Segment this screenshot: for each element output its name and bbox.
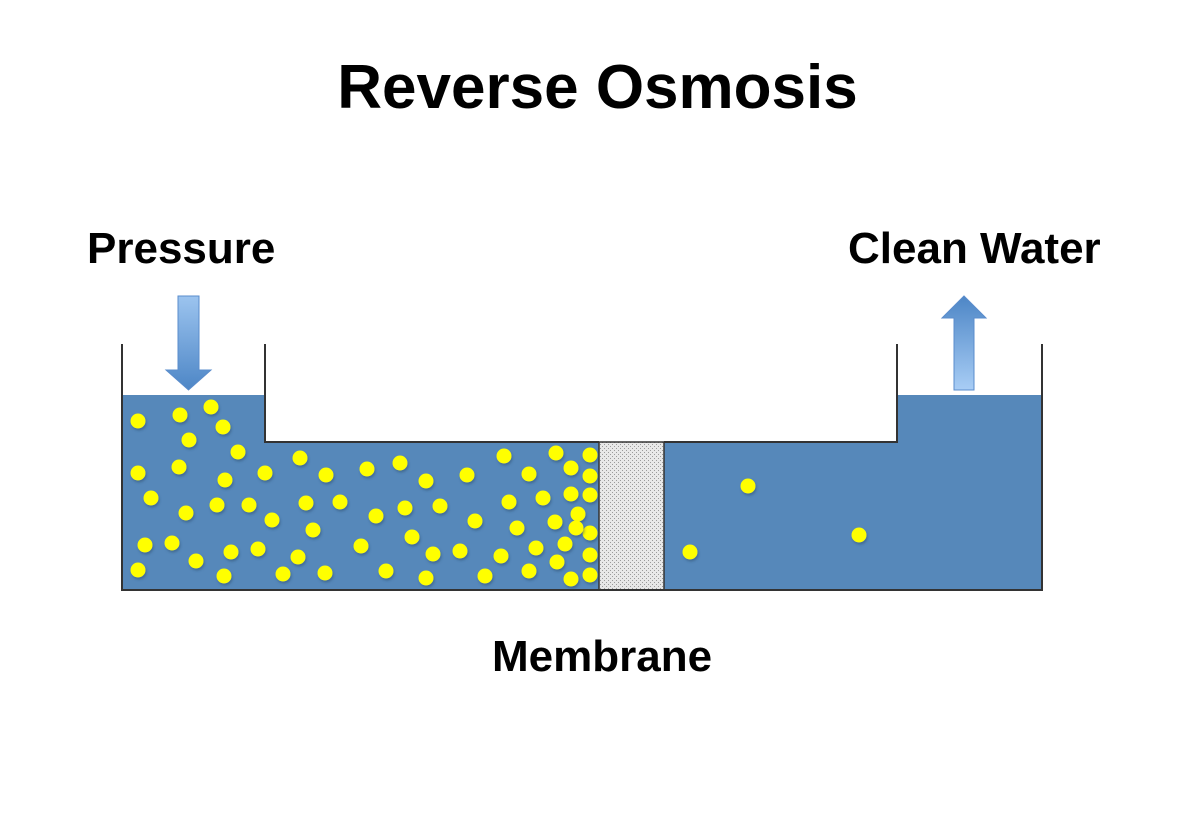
solute-particle-feed [378,563,394,579]
solute-particle-feed [264,512,280,528]
solute-particle-feed [563,486,579,502]
solute-particle-feed [203,399,219,415]
solute-particle-feed [130,465,146,481]
solute-particle-feed [143,490,159,506]
solute-particle-feed [582,468,598,484]
solute-particle-feed [368,508,384,524]
solute-particle-feed [582,525,598,541]
solute-particle-feed [418,473,434,489]
solute-particle-feed [418,570,434,586]
particles [130,399,867,587]
solute-particle-feed [137,537,153,553]
solute-particle-feed [392,455,408,471]
right-step [664,344,898,443]
solute-particle-feed [241,497,257,513]
solute-particle-feed [521,466,537,482]
solute-particle-feed [130,413,146,429]
solute-particle-feed [557,536,573,552]
solute-particle-feed [397,500,413,516]
solute-particle-feed [181,432,197,448]
arrow-down-icon [164,295,213,391]
solute-particle-feed [477,568,493,584]
solute-particle-feed [528,540,544,556]
solute-particle-feed [582,547,598,563]
solute-particle-feed [432,498,448,514]
solute-particle-feed [582,447,598,463]
solute-particle-feed [164,535,180,551]
solute-particle-feed [250,541,266,557]
solute-particle-feed [501,494,517,510]
solute-particle-feed [459,467,475,483]
solute-particle-clean [682,544,698,560]
solute-particle-feed [467,513,483,529]
clean-water [664,395,1042,590]
solute-particle-feed [535,490,551,506]
solute-particle-feed [496,448,512,464]
solute-particle-feed [359,461,375,477]
solute-particle-feed [547,514,563,530]
solute-particle-feed [275,566,291,582]
solute-particle-feed [548,445,564,461]
solute-particle-feed [563,571,579,587]
solute-particle-feed [563,460,579,476]
solute-particle-feed [425,546,441,562]
solute-particle-feed [404,529,420,545]
solute-particle-feed [568,520,584,536]
solute-particle-feed [130,562,146,578]
solute-particle-feed [209,497,225,513]
solute-particle-feed [216,568,232,584]
solute-particle-feed [493,548,509,564]
solute-particle-feed [549,554,565,570]
solute-particle-feed [570,506,586,522]
solute-particle-feed [217,472,233,488]
container-outline [121,344,1043,591]
solute-particle-feed [353,538,369,554]
membrane-label: Membrane [492,632,713,681]
solute-particle-feed [509,520,525,536]
solute-particle-feed [332,494,348,510]
solute-particle-feed [188,553,204,569]
pressure-label: Pressure [87,224,276,273]
solute-particle-feed [171,459,187,475]
solute-particle-feed [178,505,194,521]
solute-particle-feed [257,465,273,481]
solute-particle-feed [292,450,308,466]
solute-particle-feed [298,495,314,511]
arrow-up-icon [940,295,988,391]
solute-particle-feed [318,467,334,483]
clean-water-label: Clean Water [848,224,1101,273]
solute-particle-feed [582,567,598,583]
solute-particle-clean [740,478,756,494]
left-step [264,344,599,443]
feed-water [122,395,599,590]
solute-particle-feed [521,563,537,579]
solute-particle-feed [172,407,188,423]
solute-particle-feed [223,544,239,560]
solute-particle-feed [230,444,246,460]
diagram-title: Reverse Osmosis [337,53,858,122]
solute-particle-clean [851,527,867,543]
solute-particle-feed [215,419,231,435]
solute-particle-feed [582,487,598,503]
solute-particle-feed [452,543,468,559]
solute-particle-feed [317,565,333,581]
solute-particle-feed [305,522,321,538]
membrane [598,441,665,591]
solute-particle-feed [290,549,306,565]
